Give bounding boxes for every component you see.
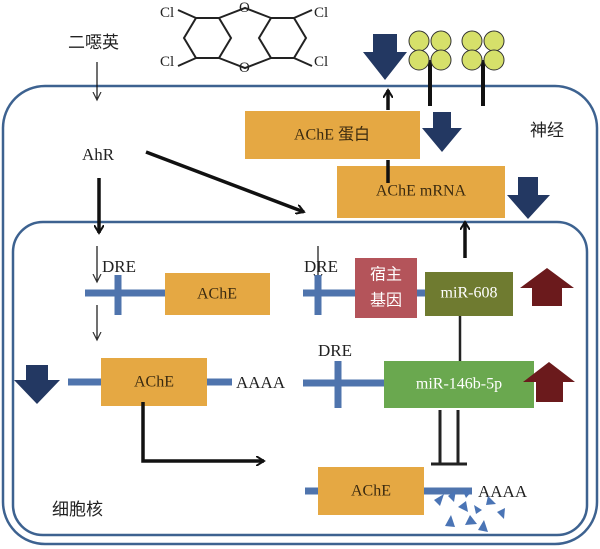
ache-mrna-cyto-box xyxy=(337,166,505,218)
dre-label: DRE xyxy=(102,257,136,276)
ache-gene-box xyxy=(165,273,270,315)
dioxin-label: 二噁英 xyxy=(68,33,119,52)
dre-label: DRE xyxy=(304,257,338,276)
receptor-icon xyxy=(408,30,452,106)
down-arrow-icon xyxy=(14,365,60,404)
mir146-box xyxy=(384,361,534,408)
nucleus-membrane xyxy=(11,220,589,537)
ache-mrna-box xyxy=(101,358,207,406)
up-arrow-icon xyxy=(523,362,575,402)
oxygen-label: O xyxy=(239,0,250,16)
polya-label: AAAA xyxy=(478,482,528,501)
receptor-icon xyxy=(461,30,505,106)
cl-label: Cl xyxy=(314,54,328,70)
up-arrow-icon xyxy=(520,268,574,306)
ahr-label: AhR xyxy=(82,145,115,164)
dre-label: DRE xyxy=(318,341,352,360)
oxygen-label: O xyxy=(239,60,250,76)
degradation-fragments-icon xyxy=(434,489,505,532)
nucleus-label: 细胞核 xyxy=(52,500,103,519)
neuron-label: 神经 xyxy=(530,121,564,140)
mir608-label: miR-608 xyxy=(441,285,498,302)
mir608-box xyxy=(425,272,513,316)
neuron-membrane xyxy=(1,84,599,546)
host-gene-box xyxy=(355,258,417,318)
ache-protein-box xyxy=(245,111,420,159)
down-arrow-icon xyxy=(422,112,462,152)
ache-protein-label: AChE 蛋白 xyxy=(294,126,370,144)
cl-label: Cl xyxy=(314,5,328,21)
down-arrow-icon xyxy=(363,34,407,80)
ache-mrna-label: AChE xyxy=(134,374,174,391)
dioxin-structure xyxy=(177,6,313,70)
inhibition-lines xyxy=(431,410,467,466)
cl-label: Cl xyxy=(160,5,174,21)
polya-label: AAAA xyxy=(236,373,286,392)
ache-gene-label: AChE xyxy=(197,286,237,303)
ache-cyto-mrna-label: AChE xyxy=(351,483,391,500)
down-arrow-icon xyxy=(507,177,550,219)
ache-mrna-cyto-label: AChE mRNA xyxy=(376,183,467,200)
mir146-label: miR-146b-5p xyxy=(416,376,502,393)
cl-label: Cl xyxy=(160,54,174,70)
ache-cyto-mrna-box xyxy=(318,467,424,515)
host-gene-label: 基因 xyxy=(370,292,402,310)
host-gene-label: 宿主 xyxy=(370,266,402,284)
